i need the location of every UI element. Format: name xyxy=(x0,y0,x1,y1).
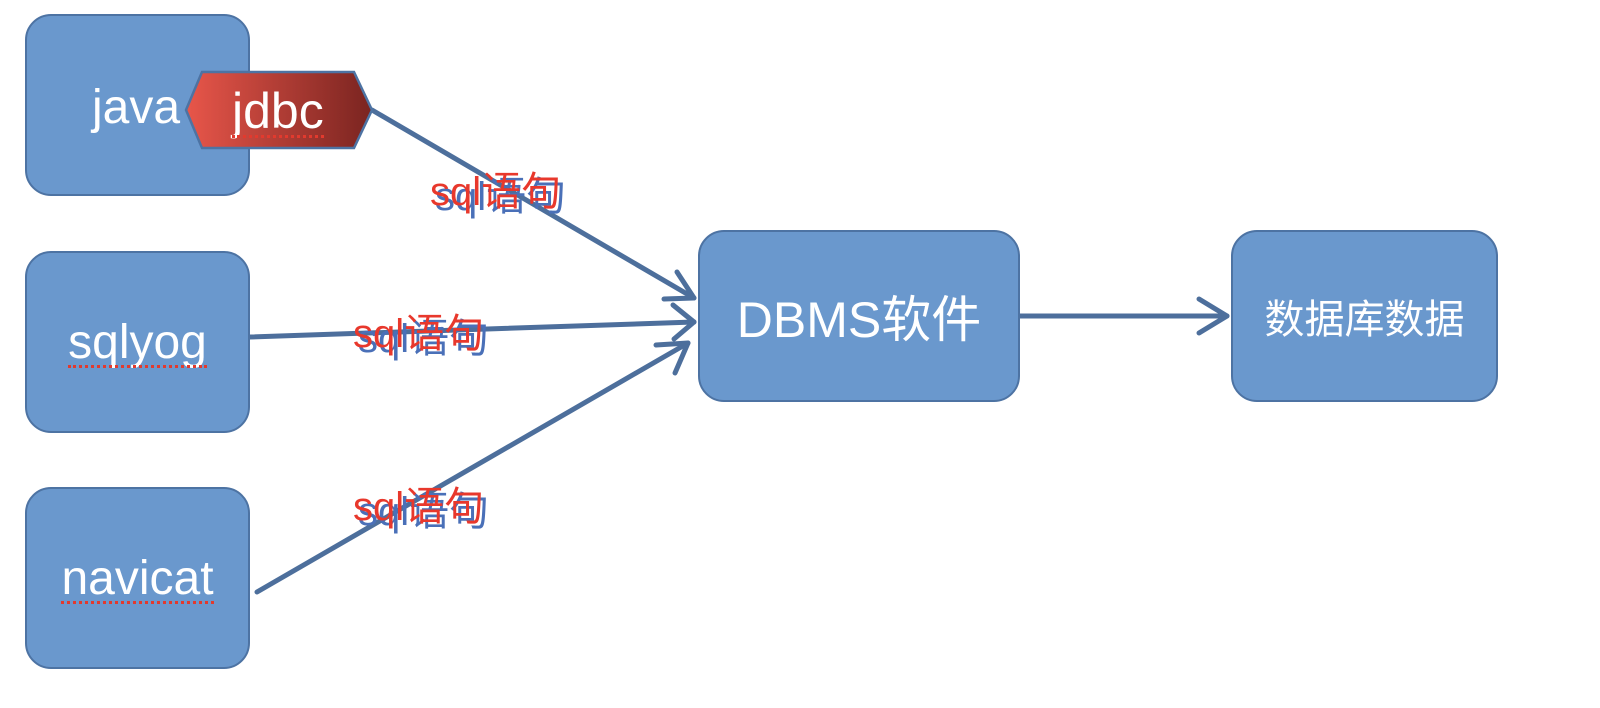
edge-label-java-text: sql语句 xyxy=(430,170,562,214)
edge-label-sqlyog-shadow: sql语句 xyxy=(358,317,490,361)
edge-label-navicat: sql语句 sql语句 xyxy=(353,485,489,532)
arrow-sqlyog-to-dbms xyxy=(247,319,697,340)
database-label: 数据库数据 xyxy=(1264,298,1465,342)
arrow-navicat-to-dbms xyxy=(254,340,691,595)
edge-label-java: sql语句 sql语句 xyxy=(430,170,566,217)
navicat-label: navicat xyxy=(61,551,214,605)
arrow-java-to-dbms xyxy=(369,107,697,301)
edge-label-navicat-text: sql语句 xyxy=(353,485,485,529)
navicat-node: navicat xyxy=(25,487,250,669)
dbms-node: DBMS软件 xyxy=(698,230,1020,402)
arrowhead-sqlyog xyxy=(670,302,697,342)
edge-label-sqlyog: sql语句 sql语句 xyxy=(353,312,489,359)
arrowhead-java xyxy=(661,269,697,302)
dbms-label: DBMS软件 xyxy=(736,292,982,348)
edge-label-navicat-shadow: sql语句 xyxy=(358,490,490,534)
database-node: 数据库数据 xyxy=(1231,230,1498,402)
jdbc-label: jdbc xyxy=(232,83,324,139)
java-node: java xyxy=(25,14,250,196)
sqlyog-label: sqlyog xyxy=(68,315,207,369)
java-label: java xyxy=(92,81,181,134)
sqlyog-node: sqlyog xyxy=(25,251,250,433)
edge-label-java-shadow: sql语句 xyxy=(435,175,567,219)
jdbc-hexagon-shape xyxy=(184,70,374,150)
arrowhead-navicat xyxy=(653,340,691,376)
arrowhead-database xyxy=(1196,296,1230,336)
jdbc-connector: jdbc xyxy=(184,70,374,150)
edge-label-sqlyog-text: sql语句 xyxy=(353,312,485,356)
